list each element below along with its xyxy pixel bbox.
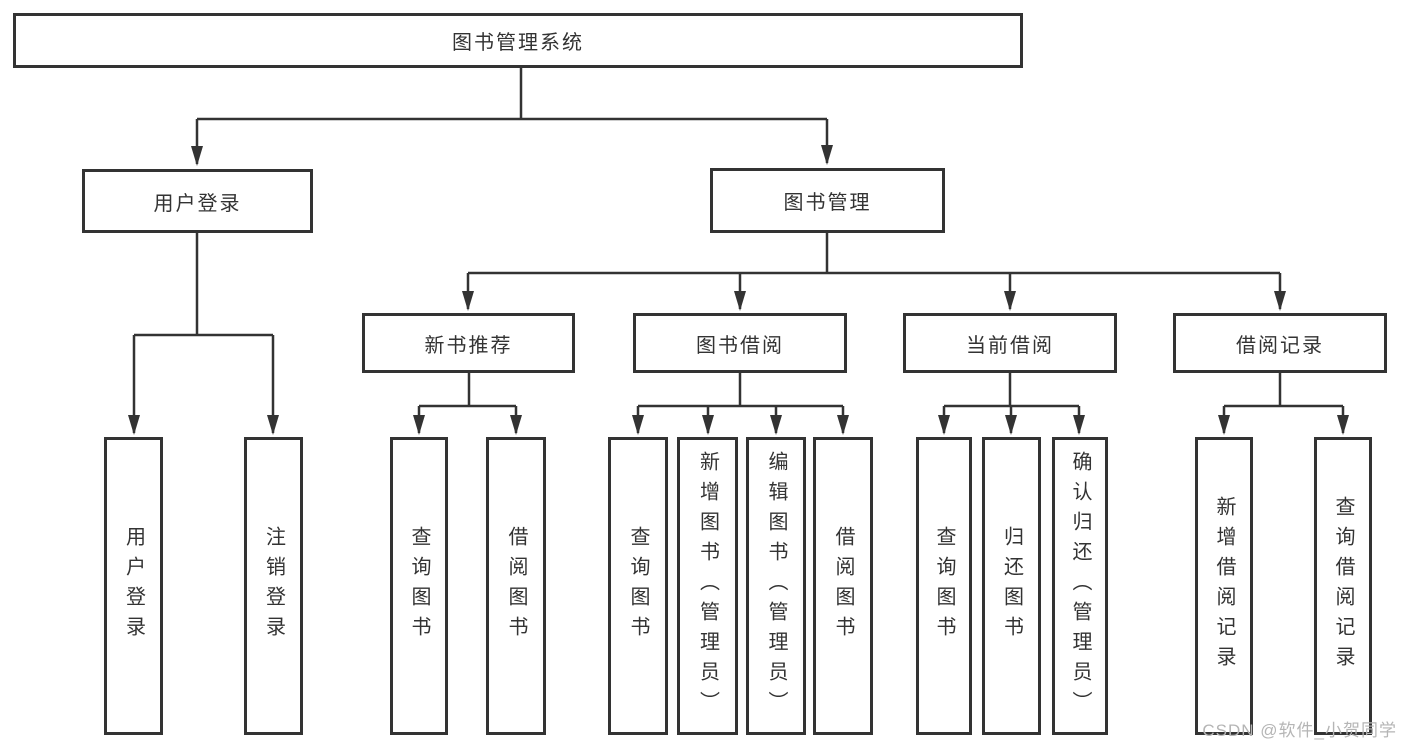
leaf-query-books-borrow: 查询图书 <box>608 437 668 735</box>
leaf-return-book: 归还图书 <box>982 437 1041 735</box>
watermark: CSDN @软件_小贺同学 <box>1202 721 1397 740</box>
node-user-login: 用户登录 <box>82 169 313 233</box>
connectors-user-login <box>128 233 279 435</box>
leaf-add-borrow-record: 新增借阅记录 <box>1195 437 1253 735</box>
leaf-confirm-return-admin: 确认归还（管理员） <box>1052 437 1108 735</box>
leaf-borrow-books: 借阅图书 <box>813 437 873 735</box>
connectors-current-borrow <box>938 373 1085 435</box>
leaf-logout: 注销登录 <box>244 437 303 735</box>
connectors-book-management <box>462 233 1286 311</box>
connectors-borrow-records <box>1218 373 1349 435</box>
leaf-edit-book-admin: 编辑图书（管理员） <box>746 437 806 735</box>
leaf-add-book-admin: 新增图书（管理员） <box>677 437 738 735</box>
node-borrow-records: 借阅记录 <box>1173 313 1387 373</box>
node-book-borrow: 图书借阅 <box>633 313 847 373</box>
leaf-user-login: 用户登录 <box>104 437 163 735</box>
node-book-management: 图书管理 <box>710 168 945 233</box>
leaf-query-books-recommend: 查询图书 <box>390 437 448 735</box>
leaf-borrow-books-recommend: 借阅图书 <box>486 437 546 735</box>
node-new-book-recommend: 新书推荐 <box>362 313 575 373</box>
node-current-borrow: 当前借阅 <box>903 313 1117 373</box>
connectors-root <box>191 68 833 166</box>
leaf-query-borrow-record: 查询借阅记录 <box>1314 437 1372 735</box>
connectors-new-book-recommend <box>413 373 522 435</box>
connectors-book-borrow <box>632 373 849 435</box>
leaf-query-books-current: 查询图书 <box>916 437 972 735</box>
node-root: 图书管理系统 <box>13 13 1023 68</box>
